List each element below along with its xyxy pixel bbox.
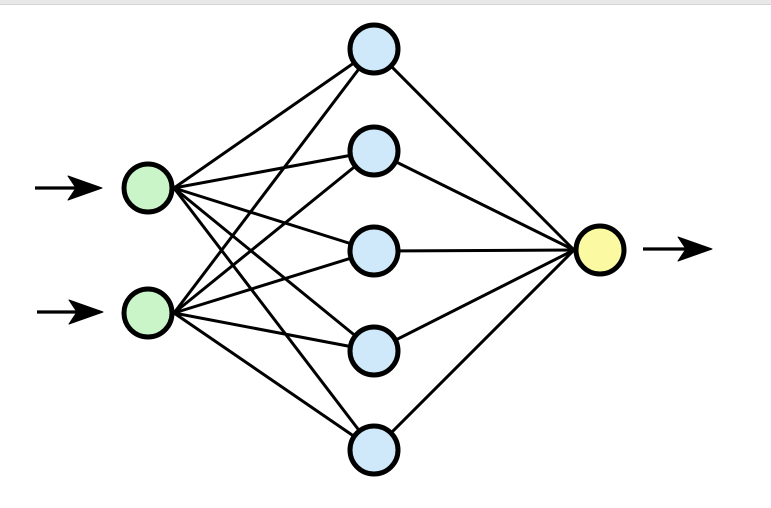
edge-hidden-3-output-1 (373, 248, 575, 253)
edge-input-1-hidden-4 (173, 186, 375, 353)
edge-input-2-hidden-1 (172, 48, 376, 314)
edge-input-2-hidden-2 (173, 149, 375, 315)
edge-hidden-2-output-1 (373, 149, 575, 252)
edge-input-2-hidden-3 (173, 249, 375, 315)
input-2-node (121, 286, 175, 340)
edge-input-2-hidden-5 (173, 311, 375, 452)
output-1-node (573, 223, 627, 277)
input-arrow-1-head (67, 175, 103, 201)
hidden-3-node (347, 224, 401, 278)
edge-input-1-hidden-2 (173, 149, 375, 190)
hidden-2-node (347, 124, 401, 178)
input-arrow-2-head (68, 299, 104, 325)
edge-hidden-5-output-1 (372, 248, 576, 452)
hidden-4-node (347, 324, 401, 378)
output-arrow-head (677, 236, 713, 262)
edge-input-1-hidden-1 (173, 47, 375, 190)
edge-input-1-hidden-3 (173, 186, 375, 253)
edge-hidden-4-output-1 (373, 248, 575, 353)
input-1-node (121, 161, 175, 215)
window-top-strip (0, 0, 771, 5)
hidden-1-node (347, 22, 401, 76)
edge-input-2-hidden-4 (173, 311, 375, 353)
edge-input-1-hidden-5 (172, 187, 376, 451)
hidden-5-node (347, 423, 401, 477)
edge-hidden-1-output-1 (372, 47, 576, 252)
